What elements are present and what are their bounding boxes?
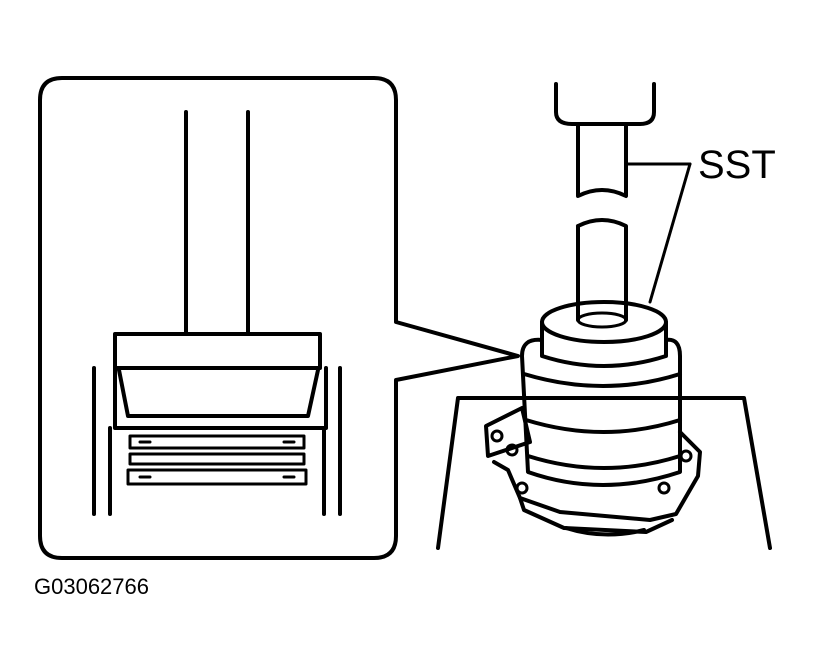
sst-collar-body [540,320,668,368]
sst-label: SST [698,143,776,187]
detail-callout [38,76,520,560]
flange-bolt-hole [679,449,693,463]
driver-groove-upper [522,372,682,388]
work-table [436,396,772,550]
sst-shaft-upper [576,122,628,198]
axle-hub-flange [484,406,702,537]
driver-groove-bottom [526,454,682,470]
flange-bolt-hole [657,481,671,495]
flange-bolt-hole [490,429,504,443]
shaft-base [576,311,628,329]
sst-collar-top [540,300,668,344]
detail-tool-head [113,332,322,370]
detail-tool-taper [113,366,328,430]
main-assembly [520,82,682,487]
callout-frame [38,76,520,560]
driver-body [520,337,682,487]
press-ram [554,82,656,126]
sst-shaft-lower [576,218,628,322]
flange-bolt-hole [505,443,519,457]
driver-groove-lower [524,418,682,434]
figure-id: G03062766 [34,574,149,599]
detail-bearing-stack [126,434,308,486]
flange-bolt-hole [515,481,529,495]
sst-leader-lines [624,162,692,304]
